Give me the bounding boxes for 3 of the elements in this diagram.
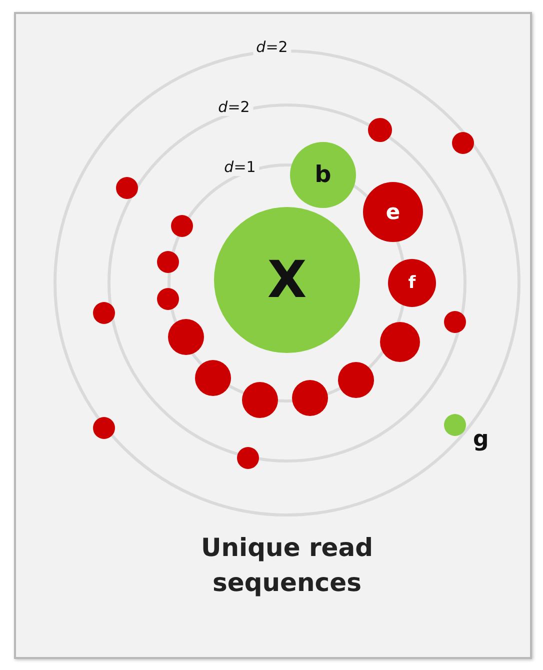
distance-label: d=2: [253, 38, 291, 56]
caption: Unique read sequences: [200, 532, 374, 599]
point-label: g: [473, 427, 489, 452]
